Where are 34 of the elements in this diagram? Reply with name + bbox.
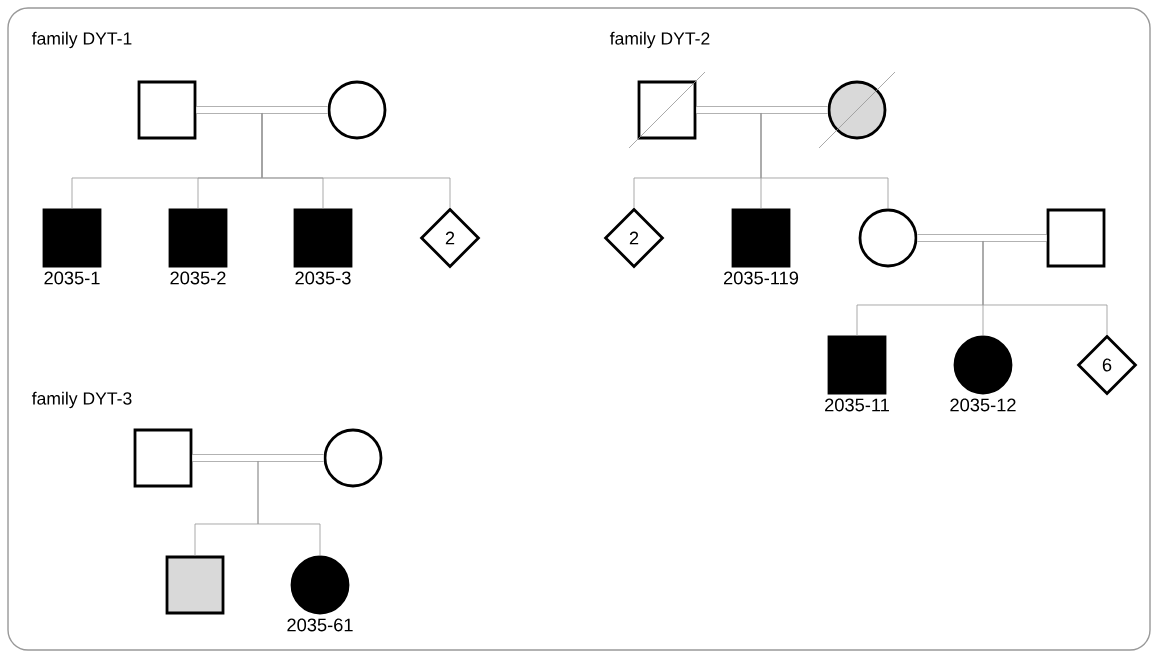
individual-id: 2035-61: [287, 618, 353, 632]
female-circle: [327, 80, 387, 140]
male-square: [827, 335, 887, 395]
marriage-line: [696, 106, 828, 114]
marriage-line: [192, 454, 324, 462]
male-square: [628, 71, 706, 149]
individual-id: 2035-3: [295, 271, 351, 285]
family-title: family DYT-3: [31, 391, 132, 409]
female-circle: [818, 71, 896, 149]
male-square: [731, 208, 791, 268]
female-circle: [953, 335, 1013, 395]
descent-line: [982, 240, 1108, 335]
male-square: [137, 80, 197, 140]
individual-id: 2035-2: [170, 271, 226, 285]
individual-id: 2035-12: [950, 398, 1016, 412]
marriage-line: [196, 106, 328, 114]
male-square: [133, 428, 193, 488]
descent-line: [760, 112, 889, 209]
male-square: [293, 208, 353, 268]
family-title: family DYT-1: [31, 31, 132, 49]
female-circle: [323, 428, 383, 488]
male-square: [42, 208, 102, 268]
female-circle: [290, 555, 350, 615]
individual-id: 2035-11: [825, 398, 889, 412]
individual-id: 2035-119: [724, 271, 799, 285]
family-title: family DYT-2: [609, 31, 710, 49]
marriage-line: [917, 234, 1047, 242]
descent-line: [261, 112, 451, 208]
male-square: [165, 555, 225, 615]
male-square: [168, 208, 228, 268]
individual-id: 2035-1: [44, 271, 100, 285]
male-square: [1046, 208, 1106, 268]
female-circle: [858, 208, 918, 268]
descent-line: [257, 460, 321, 556]
